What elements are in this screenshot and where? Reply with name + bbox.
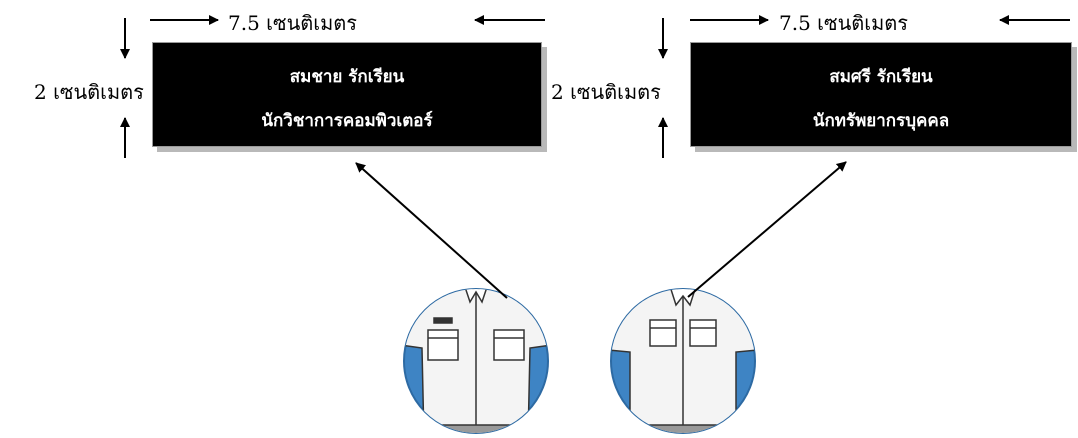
left-tag-position: นักวิชาการคอมพิวเตอร์ [261, 111, 433, 131]
left-pointer-arrow [355, 162, 508, 299]
male-shirt-illustration [403, 288, 549, 434]
right-pointer-arrow [687, 161, 847, 298]
right-tag-position: นักทรัพยากรบุคคล [812, 111, 950, 131]
left-width-label: 7.5 เซนติเมตร [228, 11, 357, 35]
left-height-label: 2 เซนติเมตร [34, 80, 144, 104]
right-tag-name: สมศรี รักเรียน [829, 67, 933, 87]
right-height-label: 2 เซนติเมตร [551, 80, 661, 104]
left-name-tag: สมชาย รักเรียน นักวิชาการคอมพิวเตอร์ [152, 42, 542, 147]
right-width-label: 7.5 เซนติเมตร [779, 11, 908, 35]
female-shirt-illustration [610, 288, 756, 434]
pointer-arrows [355, 161, 847, 299]
right-name-tag: สมศรี รักเรียน นักทรัพยากรบุคคล [690, 42, 1072, 147]
left-tag-name: สมชาย รักเรียน [289, 67, 405, 87]
